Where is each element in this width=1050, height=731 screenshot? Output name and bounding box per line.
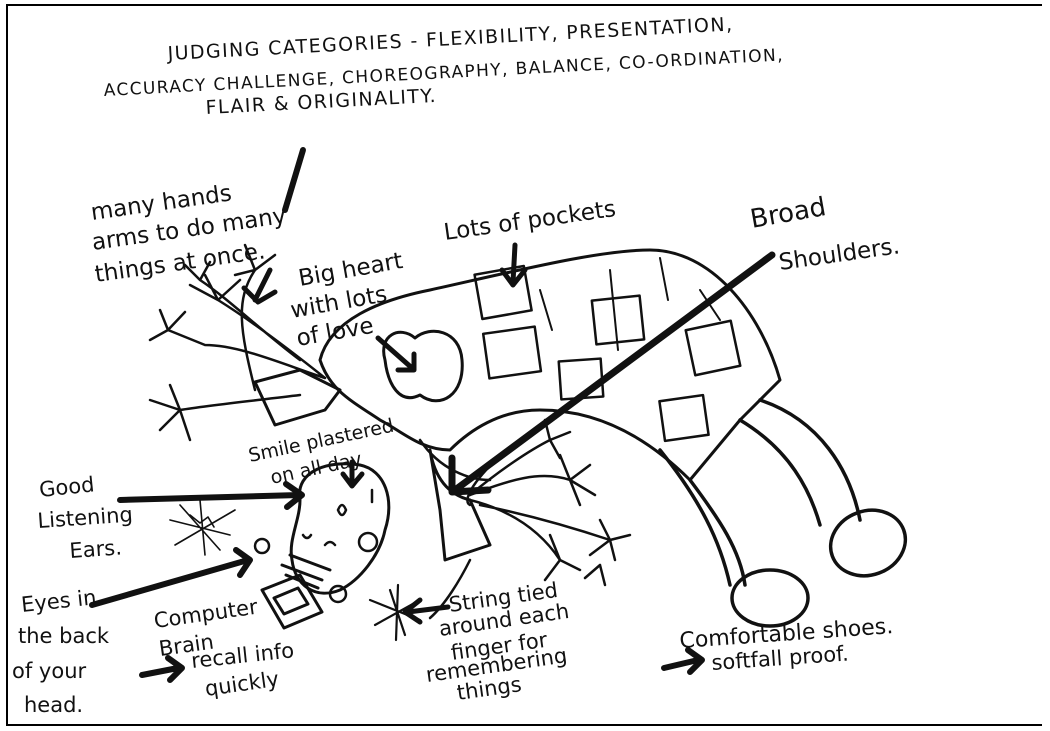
ear-circle [255,539,269,553]
label-shoulders-1: Broad [748,192,828,235]
label-ears-1: Good [38,472,96,502]
pocket [659,395,708,441]
label-brain-1: Computer [152,595,259,633]
arrow-brain [142,658,182,680]
front-leg [660,450,745,585]
back-leg [740,400,860,525]
pocket [686,321,741,376]
label-ears-3: Ears. [69,535,123,563]
arrow-top [285,150,303,210]
label-eyes-1: Eyes in [20,585,97,617]
seam-line [540,258,720,350]
hand-branches-right [470,420,630,585]
label-shoulders-2: Shoulders. [777,233,901,276]
arrow-hands [244,270,275,302]
heart-shape [384,331,463,401]
label-ears-2: Listening [37,502,134,533]
ear-scribble [170,500,235,555]
pocket [592,296,644,345]
label-pockets: Lots of pockets [442,196,617,246]
label-brain-4: quickly [203,667,280,701]
arrow-pockets [502,245,525,285]
label-eyes-3: of your [12,659,87,683]
label-eyes-4: head. [24,693,83,717]
shoe-front [732,570,808,626]
brain-box [262,575,322,628]
label-heart-1: Big heart [297,248,405,292]
ear-circle [359,533,377,551]
ear-circle [330,586,346,602]
torso-outline [320,250,780,480]
shoe-back [821,500,914,586]
pocket [483,327,541,379]
label-eyes-2: the back [18,624,110,648]
neck-stripes [282,555,330,588]
